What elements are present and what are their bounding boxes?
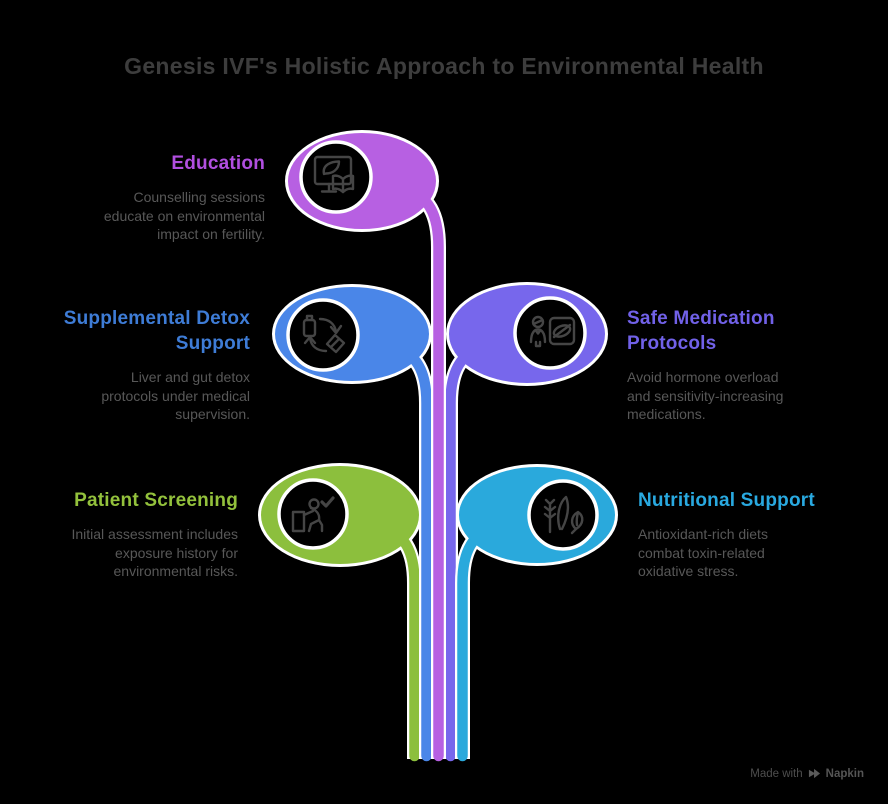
grass-blade <box>557 495 570 531</box>
detox-heading: Supplemental Detox Support <box>63 308 250 354</box>
patient-desk-check-icon <box>291 496 335 533</box>
person-arm <box>302 509 315 517</box>
checkmark <box>320 496 335 508</box>
bottle-renew-icon <box>302 314 346 354</box>
page-title: Genesis IVF's Holistic Approach to Envir… <box>124 53 764 79</box>
detox-icon-hole <box>286 298 360 372</box>
nib <box>325 333 346 354</box>
napkin-logo <box>808 768 820 779</box>
branch-nutrition <box>455 464 618 762</box>
branch-medication <box>443 282 608 762</box>
person-pill-restriction-icon <box>529 315 576 348</box>
education-heading: Education <box>171 153 265 174</box>
medication-heading: Safe Medication Protocols <box>627 308 775 354</box>
bottle-cap <box>305 314 314 322</box>
medication-description: Avoid hormone overload and sensitivity-i… <box>627 369 784 422</box>
screening-icon-hole <box>277 478 349 550</box>
leaf <box>322 160 341 176</box>
branch-screening <box>258 463 422 762</box>
board <box>548 316 576 346</box>
monitor-stand <box>320 182 338 193</box>
pill-slash <box>552 323 572 339</box>
arrow-bottom <box>308 336 328 353</box>
arrow-top <box>318 317 338 334</box>
monitor-leaf-book-icon <box>313 155 355 194</box>
napkin-brand-label: Napkin <box>825 767 864 780</box>
label-block-nutrition: Nutritional Support Antioxidant-rich die… <box>638 488 838 581</box>
label-block-screening: Patient Screening Initial assessment inc… <box>28 488 238 581</box>
screening-heading: Patient Screening <box>74 490 238 511</box>
person-head <box>531 315 545 329</box>
wheat-stalk <box>543 498 557 534</box>
made-with-label: Made with <box>750 767 803 780</box>
label-block-education: Education Counselling sessions educate o… <box>40 151 265 244</box>
branch-education <box>285 130 446 762</box>
pill <box>552 324 572 338</box>
label-block-medication: Safe Medication Protocols Avoid hormone … <box>627 306 832 424</box>
detox-description: Liver and gut detox protocols under medi… <box>101 369 250 422</box>
desk <box>291 510 306 533</box>
screening-description: Initial assessment includes exposure his… <box>71 526 238 579</box>
label-block-detox: Supplemental Detox Support Liver and gut… <box>30 306 250 424</box>
education-icon-hole <box>299 140 373 214</box>
nutrition-icon-hole <box>527 479 599 551</box>
nutrition-description: Antioxidant-rich diets combat toxin-rela… <box>638 526 768 579</box>
wheat-leaf-icon <box>543 495 584 535</box>
education-description: Counselling sessions educate on environm… <box>103 189 265 242</box>
nutrition-heading: Nutritional Support <box>638 490 815 511</box>
person-body <box>529 328 547 344</box>
branch-detox <box>272 284 434 762</box>
made-with-napkin-badge: Made with Napkin <box>750 767 864 780</box>
